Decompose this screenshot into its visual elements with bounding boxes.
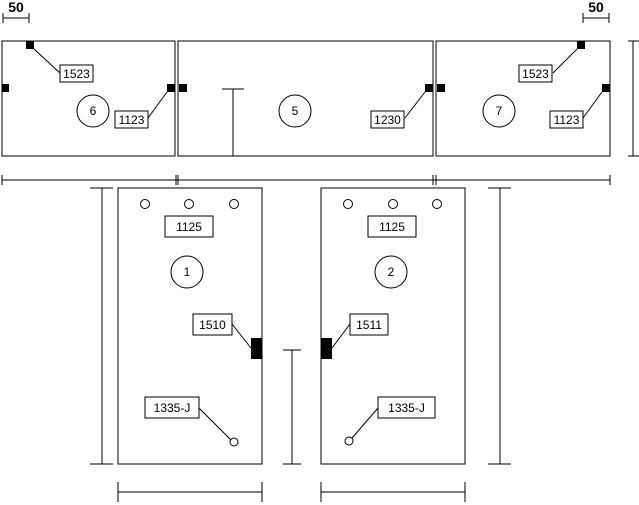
label-1123: 1123 (554, 113, 580, 127)
panel-number: 7 (496, 104, 503, 118)
dimension-vertical-panel-1 (90, 187, 113, 465)
connector-block (251, 338, 262, 359)
hole (140, 199, 150, 209)
hole (229, 437, 239, 447)
panel-1: 1125 1 1510 1335-J (117, 187, 263, 465)
label-1510: 1510 (199, 318, 226, 332)
connector-marker (179, 84, 187, 92)
panel-6: 1523 1123 6 (1, 40, 176, 157)
dimension-vertical-panel-2 (488, 187, 511, 465)
connector-marker (425, 84, 433, 92)
label-1511: 1511 (356, 318, 382, 332)
dimension-label-left: 50 (8, 0, 24, 15)
dimension-top-left: 50 (2, 0, 30, 23)
connector-marker (602, 84, 610, 92)
label-1230: 1230 (374, 113, 401, 127)
connector-marker (167, 84, 175, 92)
label-1523: 1523 (63, 67, 90, 81)
label-1125: 1125 (379, 220, 405, 234)
panel-number: 6 (90, 104, 97, 118)
hole (229, 199, 239, 209)
label-1125: 1125 (176, 220, 202, 234)
dimension-vertical-gap (283, 349, 301, 465)
dimension-top-right: 50 (582, 0, 610, 23)
connector-marker (577, 41, 585, 49)
hole (184, 199, 194, 209)
hole (344, 436, 354, 446)
dimension-label-right: 50 (588, 0, 604, 15)
dimension-vertical-top-row (628, 40, 639, 157)
panel-7: 1523 1123 7 (435, 40, 611, 157)
label-1523: 1523 (522, 67, 549, 81)
panel-2: 1125 2 1511 1335-J (320, 187, 466, 465)
connector-block (321, 338, 332, 359)
label-1123: 1123 (119, 113, 145, 127)
connector-marker (437, 84, 445, 92)
connector-marker (2, 84, 9, 92)
hole (343, 199, 353, 209)
panel-number: 1 (184, 265, 191, 279)
label-1335-j: 1335-J (388, 401, 425, 415)
dimension-horizontal-top-row (1, 175, 611, 185)
panel-number: 5 (292, 104, 299, 118)
hole (388, 199, 398, 209)
hole (432, 199, 442, 209)
connector-marker (26, 41, 34, 49)
dimension-horizontal-panel-1 (117, 482, 263, 502)
label-1335-j: 1335-J (154, 401, 191, 415)
panel-number: 2 (388, 265, 395, 279)
panel-5: 1230 5 (177, 40, 434, 157)
dimension-horizontal-panel-2 (320, 482, 466, 502)
